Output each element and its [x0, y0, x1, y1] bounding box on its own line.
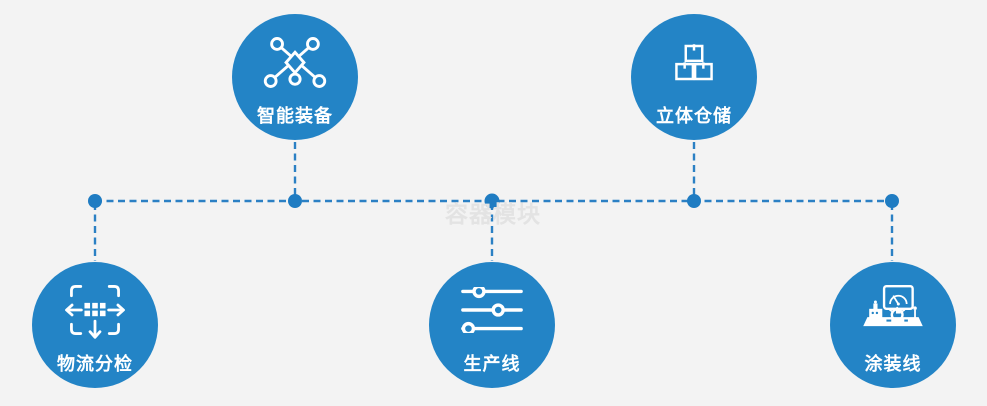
move-sort-icon [65, 285, 125, 339]
node-warehouse[interactable]: 立体仓储 [631, 14, 757, 140]
node-production-line[interactable]: 生产线 [429, 262, 555, 388]
node-logistics-sorting[interactable]: 物流分检 [32, 262, 158, 388]
stacked-boxes-icon [675, 43, 713, 80]
junction-dot [88, 194, 102, 208]
network-nodes-icon [263, 36, 327, 88]
node-label: 智能装备 [257, 106, 333, 126]
watermark: 容器模块 [445, 201, 541, 227]
node-label: 物流分检 [57, 354, 133, 374]
junction-dot [288, 194, 302, 208]
node-label: 生产线 [463, 354, 521, 374]
sliders-icon [461, 287, 523, 333]
node-label: 立体仓储 [656, 106, 732, 126]
node-painting-line[interactable]: 涂装线 [830, 262, 956, 388]
junction-dot [687, 194, 701, 208]
node-smart-equipment[interactable]: 智能装备 [232, 14, 358, 140]
control-station-icon [863, 285, 923, 327]
junction-dot [885, 194, 899, 208]
node-label: 涂装线 [864, 354, 922, 374]
